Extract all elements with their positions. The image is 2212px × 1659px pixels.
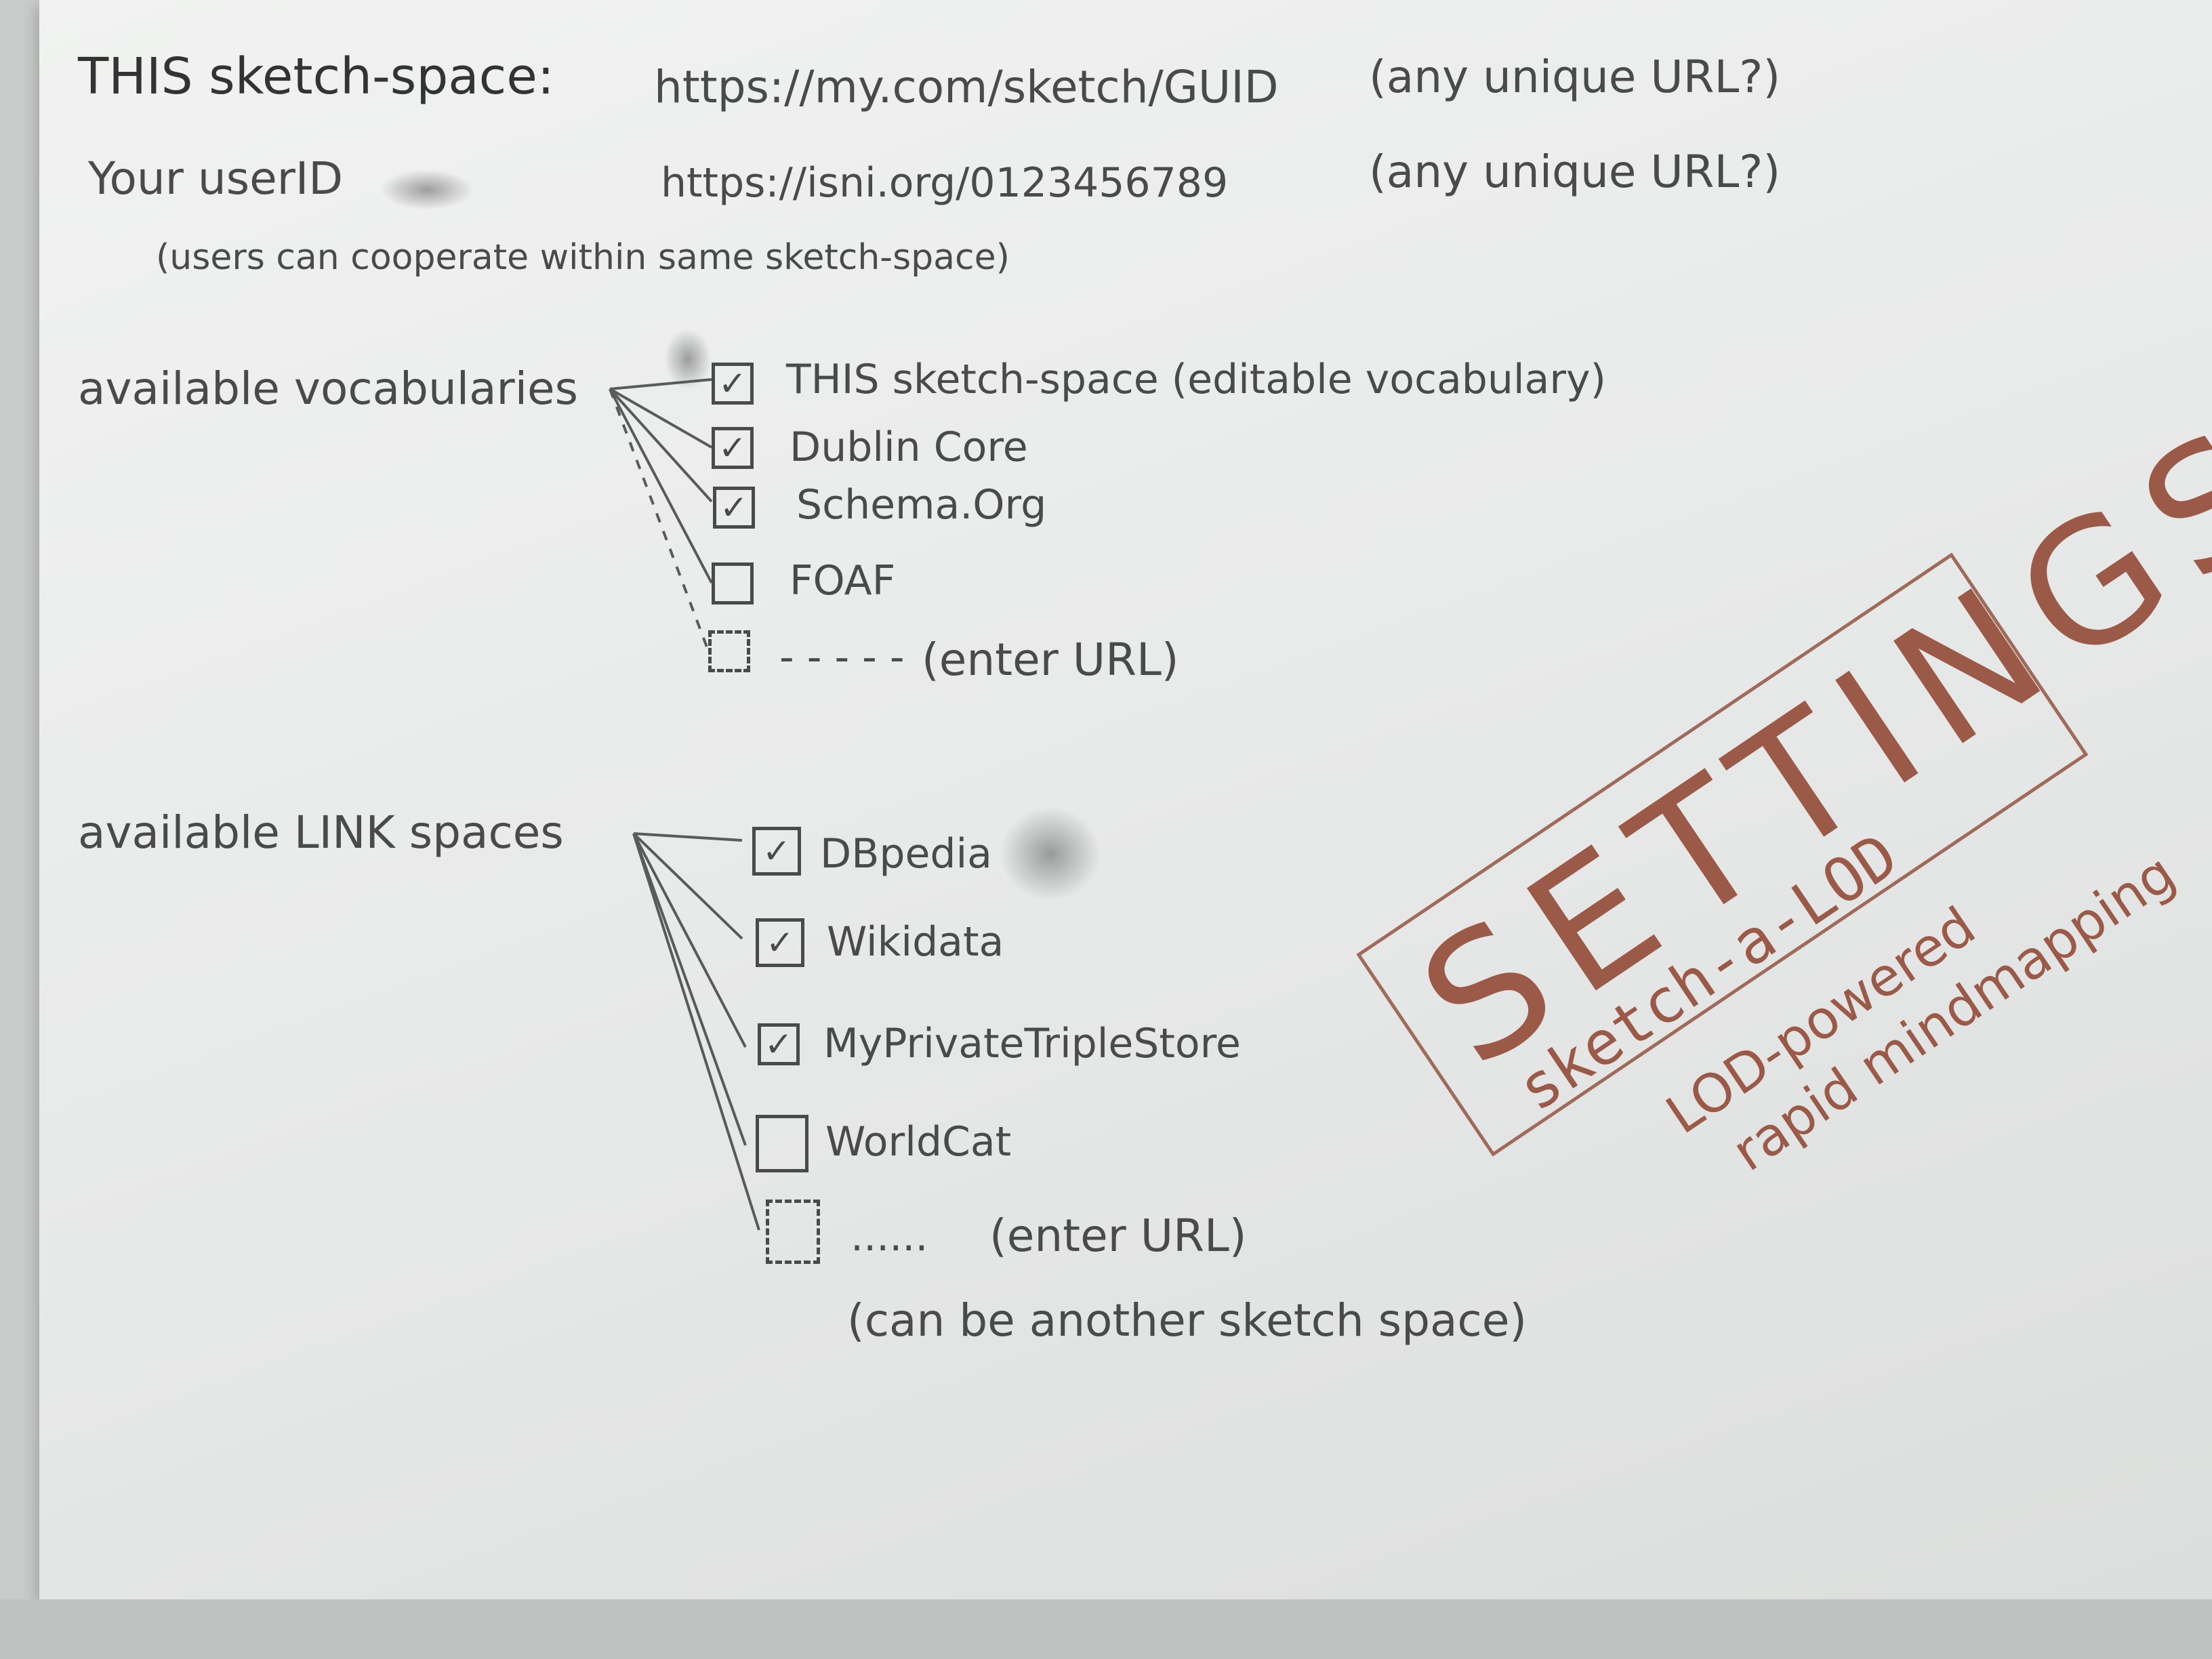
check-mark-icon: ✓ bbox=[764, 1025, 793, 1064]
checkbox-vocab-dublin-core[interactable]: ✓ bbox=[712, 427, 754, 469]
check-mark-icon: ✓ bbox=[720, 488, 748, 527]
link-spaces-label: available LINK spaces bbox=[78, 806, 564, 859]
checkbox-link-private-store[interactable]: ✓ bbox=[758, 1023, 800, 1065]
sketch-space-note: (any unique URL?) bbox=[1369, 51, 1781, 103]
checkbox-vocab-foaf[interactable] bbox=[712, 562, 754, 605]
check-mark-icon: ✓ bbox=[762, 832, 791, 871]
sketch-space-url[interactable]: https://my.com/sketch/GUID bbox=[654, 61, 1279, 113]
check-mark-icon: ✓ bbox=[718, 428, 747, 468]
sketch-space-label: THIS sketch-space: bbox=[78, 47, 554, 106]
checkbox-link-custom[interactable] bbox=[766, 1200, 820, 1264]
link-item-label: MyPrivateTripleStore bbox=[823, 1020, 1241, 1067]
vocab-item-label: Dublin Core bbox=[790, 424, 1028, 471]
user-id-note: (any unique URL?) bbox=[1369, 146, 1781, 198]
user-id-label: Your userID bbox=[88, 152, 344, 205]
link-item-label: WorldCat bbox=[825, 1118, 1012, 1166]
checkbox-link-wikidata[interactable]: ✓ bbox=[756, 918, 804, 967]
vocab-item-label: THIS sketch-space (editable vocabulary) bbox=[786, 356, 1606, 403]
link-custom-url-input[interactable]: ...... bbox=[851, 1213, 928, 1261]
link-item-label: DBpedia bbox=[820, 830, 992, 878]
vocabularies-label: available vocabularies bbox=[78, 363, 579, 415]
cooperate-note: (users can cooperate within same sketch-… bbox=[156, 237, 1010, 278]
smudge bbox=[1000, 806, 1101, 901]
checkbox-link-dbpedia[interactable]: ✓ bbox=[752, 827, 801, 876]
vocab-item-label: Schema.Org bbox=[796, 481, 1047, 529]
user-id-url[interactable]: https://isni.org/0123456789 bbox=[661, 159, 1229, 207]
link-custom-hint: (enter URL) bbox=[989, 1210, 1247, 1262]
checkbox-vocab-this[interactable]: ✓ bbox=[712, 363, 754, 405]
paper-sheet bbox=[39, 0, 2212, 1599]
vocab-custom-hint: (enter URL) bbox=[922, 634, 1179, 686]
vocab-item-label: FOAF bbox=[790, 557, 896, 605]
check-mark-icon: ✓ bbox=[766, 923, 794, 962]
check-mark-icon: ✓ bbox=[718, 364, 747, 403]
link-custom-note: (can be another sketch space) bbox=[847, 1294, 1528, 1347]
smudge bbox=[380, 169, 474, 210]
table-surface bbox=[0, 1599, 2212, 1659]
smudge bbox=[664, 329, 712, 390]
vocab-custom-url-input[interactable]: - - - - - bbox=[779, 634, 905, 681]
checkbox-vocab-schema-org[interactable]: ✓ bbox=[713, 487, 755, 529]
checkbox-vocab-custom[interactable] bbox=[708, 630, 750, 672]
checkbox-link-worldcat[interactable] bbox=[756, 1115, 808, 1172]
link-item-label: Wikidata bbox=[827, 918, 1004, 966]
